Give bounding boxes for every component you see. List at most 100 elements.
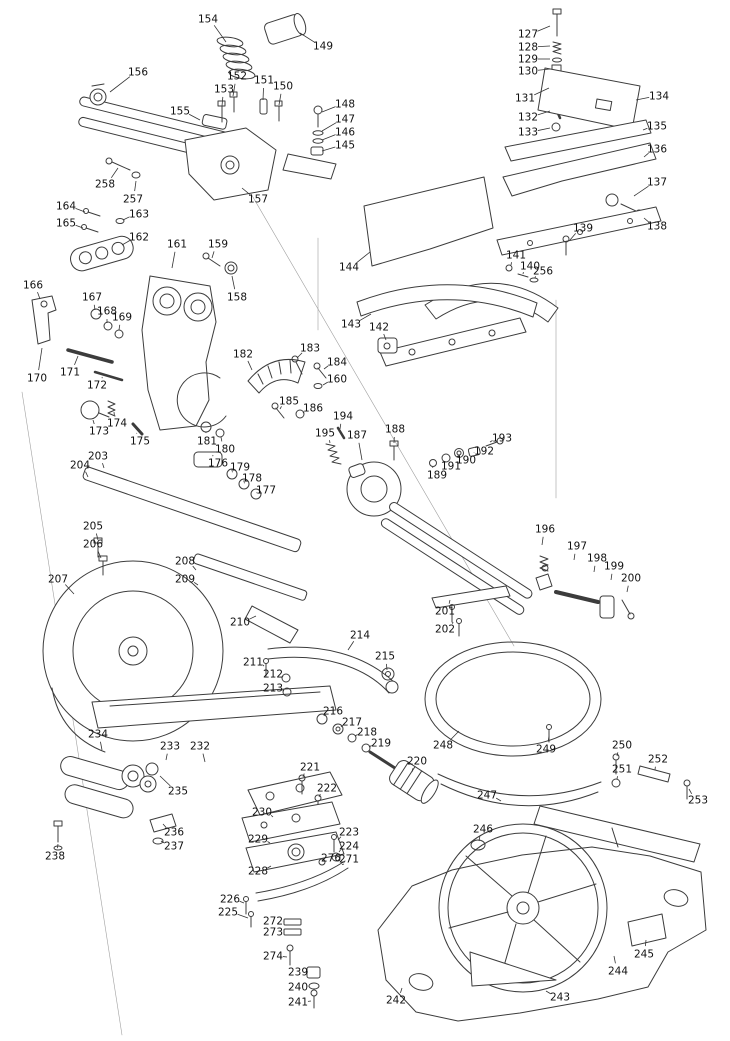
- part-number-label: 190: [456, 455, 476, 467]
- part-number-label: 158: [227, 292, 247, 304]
- part-number-label: 164: [56, 201, 76, 213]
- leader-line: [110, 167, 119, 179]
- part-number-label: 196: [535, 524, 555, 536]
- part-number-label: 173: [89, 426, 109, 438]
- leader-line: [489, 440, 493, 443]
- leader-line: [337, 836, 342, 841]
- leader-line: [239, 900, 245, 904]
- part-number-label: 221: [300, 762, 320, 774]
- leader-line: [220, 436, 223, 442]
- part-number-label: 246: [473, 824, 493, 836]
- part-number-label: 176: [208, 458, 228, 470]
- leader-line: [93, 304, 96, 311]
- part-number-label: 183: [300, 343, 320, 355]
- part-number-label: 210: [230, 617, 250, 629]
- leader-line: [237, 913, 249, 919]
- part-number-label: 214: [350, 630, 370, 642]
- part-number-label: 161: [167, 239, 187, 251]
- leader-line: [537, 25, 551, 32]
- part-number-label: 177: [256, 485, 276, 497]
- part-number-label: 248: [433, 740, 453, 752]
- part-number-label: 252: [648, 754, 668, 766]
- part-number-label: 153: [214, 84, 234, 96]
- part-number-label: 219: [371, 738, 391, 750]
- leader-line: [613, 955, 616, 964]
- leader-line: [37, 292, 41, 300]
- pivot-arm-assembly: [31, 208, 262, 500]
- leader-line: [202, 753, 206, 763]
- leader-line: [296, 352, 303, 359]
- part-number-label: 149: [313, 41, 333, 53]
- leader-line: [85, 471, 89, 478]
- part-number-label: 193: [492, 433, 512, 445]
- part-number-label: 226: [220, 894, 240, 906]
- part-number-label: 241: [288, 997, 308, 1009]
- part-number-label: 189: [427, 470, 447, 482]
- part-number-label: 165: [56, 218, 76, 230]
- leader-line: [188, 113, 201, 121]
- part-number-label: 166: [23, 280, 43, 292]
- part-number-label: 245: [634, 949, 654, 961]
- leader-line: [102, 463, 105, 469]
- leader-line: [282, 689, 285, 692]
- leader-line: [74, 355, 79, 365]
- part-number-label: 251: [612, 764, 632, 776]
- part-number-label: 172: [87, 380, 107, 392]
- part-number-label: 157: [248, 194, 268, 206]
- leader-line: [368, 745, 372, 748]
- part-number-label: 174: [107, 418, 127, 430]
- leader-line: [136, 432, 138, 434]
- leader-line: [221, 96, 224, 107]
- part-number-label: 276: [321, 853, 341, 865]
- part-number-label: 258: [95, 179, 115, 191]
- part-number-label: 162: [129, 232, 149, 244]
- detent-lever-parts: [535, 555, 635, 620]
- leader-line: [643, 217, 649, 223]
- part-number-label: 235: [168, 786, 188, 798]
- leader-line: [383, 333, 387, 341]
- part-number-label: 134: [649, 91, 669, 103]
- part-number-label: 171: [60, 367, 80, 379]
- part-number-label: 191: [441, 461, 461, 473]
- part-number-label: 142: [369, 322, 389, 334]
- part-number-label: 195: [315, 428, 335, 440]
- part-number-label: 203: [88, 451, 108, 463]
- part-number-label: 170: [27, 373, 47, 385]
- part-number-label: 229: [248, 834, 268, 846]
- part-number-label: 199: [604, 561, 624, 573]
- part-number-label: 168: [97, 306, 117, 318]
- part-number-label: 144: [339, 262, 359, 274]
- part-number-label: 232: [190, 741, 210, 753]
- part-number-label: 257: [123, 194, 143, 206]
- part-number-label: 155: [170, 106, 190, 118]
- part-number-label: 136: [647, 144, 667, 156]
- leader-line: [643, 152, 649, 158]
- leader-line: [92, 419, 95, 425]
- leader-line: [448, 599, 451, 604]
- part-number-label: 205: [83, 521, 103, 533]
- leader-line: [573, 553, 576, 561]
- slide-knuckle-assembly: [325, 426, 533, 637]
- part-number-label: 273: [263, 927, 283, 939]
- leader-line: [318, 793, 321, 798]
- part-number-label: 256: [533, 266, 553, 278]
- part-number-label: 239: [288, 967, 308, 979]
- part-number-label: 127: [518, 29, 538, 41]
- part-number-label: 238: [45, 851, 65, 863]
- part-number-label: 218: [357, 727, 377, 739]
- part-number-label: 182: [233, 349, 253, 361]
- part-number-label: 207: [48, 574, 68, 586]
- part-number-label: 274: [263, 951, 283, 963]
- part-number-label: 188: [385, 424, 405, 436]
- leader-line: [249, 615, 257, 620]
- leader-line: [322, 381, 329, 386]
- part-number-label: 146: [335, 127, 355, 139]
- leader-line: [329, 440, 331, 444]
- leader-line: [635, 96, 650, 101]
- leader-line: [545, 990, 552, 995]
- leader-line: [616, 776, 618, 780]
- leader-line: [400, 987, 403, 993]
- part-number-label: 253: [688, 795, 708, 807]
